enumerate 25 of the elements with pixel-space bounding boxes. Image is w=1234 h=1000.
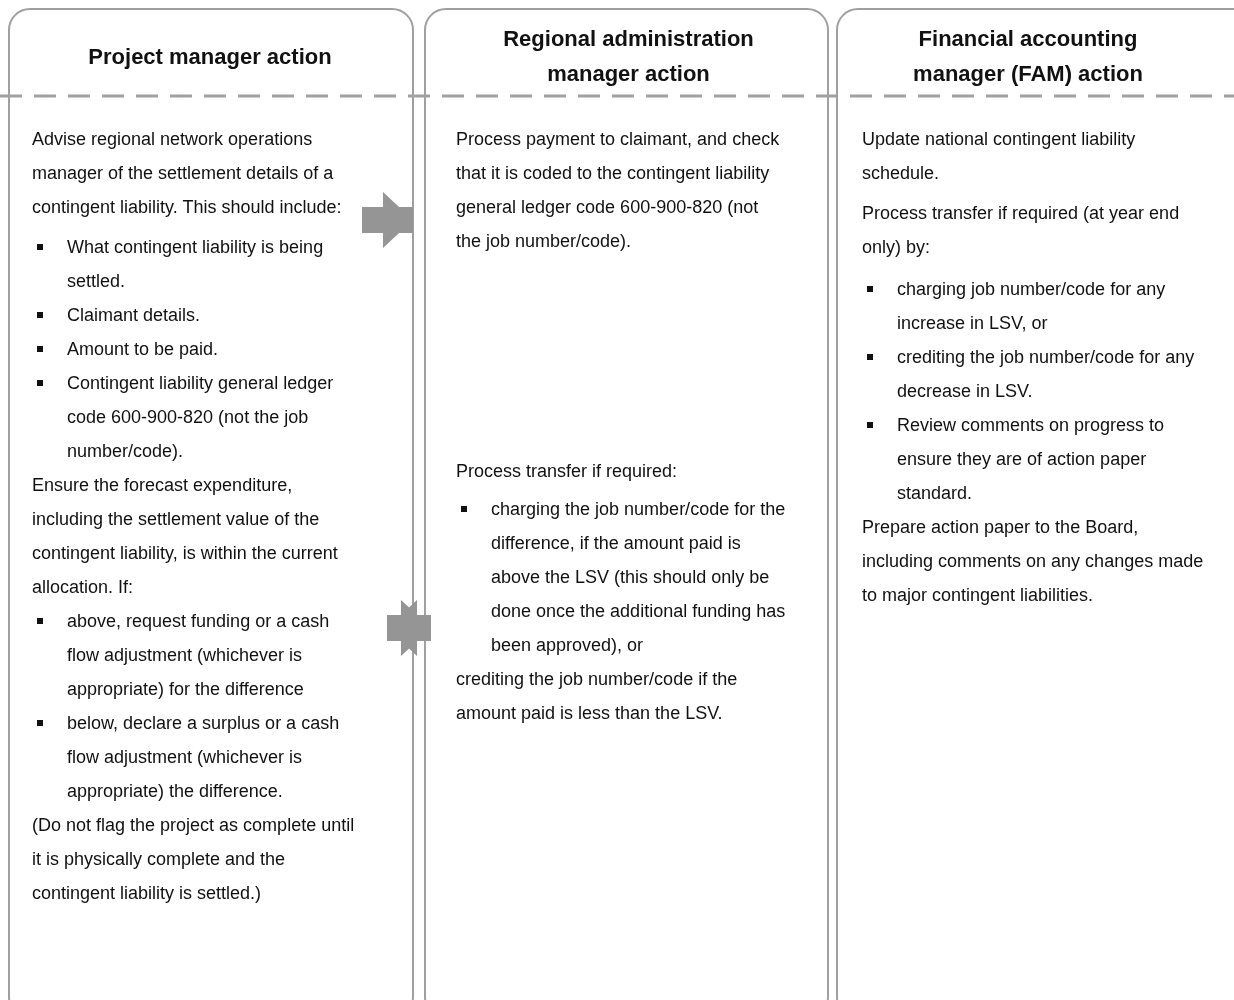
lane-panel xyxy=(424,8,829,1000)
paragraph: Prepare action paper to the Board, including comments on any changes made to major contingent liabilities. xyxy=(862,516,1205,607)
bullet-text: Claimant details. xyxy=(67,304,202,327)
paragraph: Process payment to claimant, and check that it is coded to the contingent liability general ledger code 600-900-820 (not the job number/code). xyxy=(456,128,781,253)
bullet-text: charging the job number/code for the difference, if the amount paid is above the LSV (this should only be done once the additional funding has been approved), or xyxy=(491,498,786,657)
paragraph: Process transfer if required (at year end only) by: xyxy=(862,202,1181,259)
paragraph: Ensure the forecast expenditure, including the settlement value of the contingent liability, is within the current allocation. If: xyxy=(32,474,339,599)
bullet-text: Amount to be paid. xyxy=(67,338,220,361)
block-arrow xyxy=(387,600,431,656)
lane-heading: Regional administration manager action xyxy=(502,25,755,88)
lane-heading: Financial accounting manager (FAM) action xyxy=(912,25,1144,88)
paragraph: Advise regional network operations manager of the settlement details of a contingent liability. This should include: xyxy=(32,128,343,219)
block-arrow xyxy=(362,192,413,248)
paragraph: Update national contingent liability schedule. xyxy=(862,128,1137,185)
bullet-text: below, declare a surplus or a cash flow adjustment (whichever is appropriate) the difference. xyxy=(67,712,341,803)
bullet-text: What contingent liability is being settled. xyxy=(67,236,325,293)
paragraph: (Do not flag the project as complete until it is physically complete and the contingent liability is settled.) xyxy=(32,814,356,905)
bullet-text: crediting the job number/code for any decrease in LSV. xyxy=(897,346,1196,403)
paragraph: crediting the job number/code if the amount paid is less than the LSV. xyxy=(456,668,739,725)
bullet-text: Contingent liability general ledger code 600-900-820 (not the job number/code). xyxy=(67,372,335,463)
lane-panel xyxy=(8,8,414,1000)
paragraph: Process transfer if required: xyxy=(456,460,679,483)
bullet-text: Review comments on progress to ensure they are of action paper standard. xyxy=(897,414,1166,505)
lane-panel xyxy=(836,8,1234,1000)
lane-heading: Project manager action xyxy=(87,42,333,71)
